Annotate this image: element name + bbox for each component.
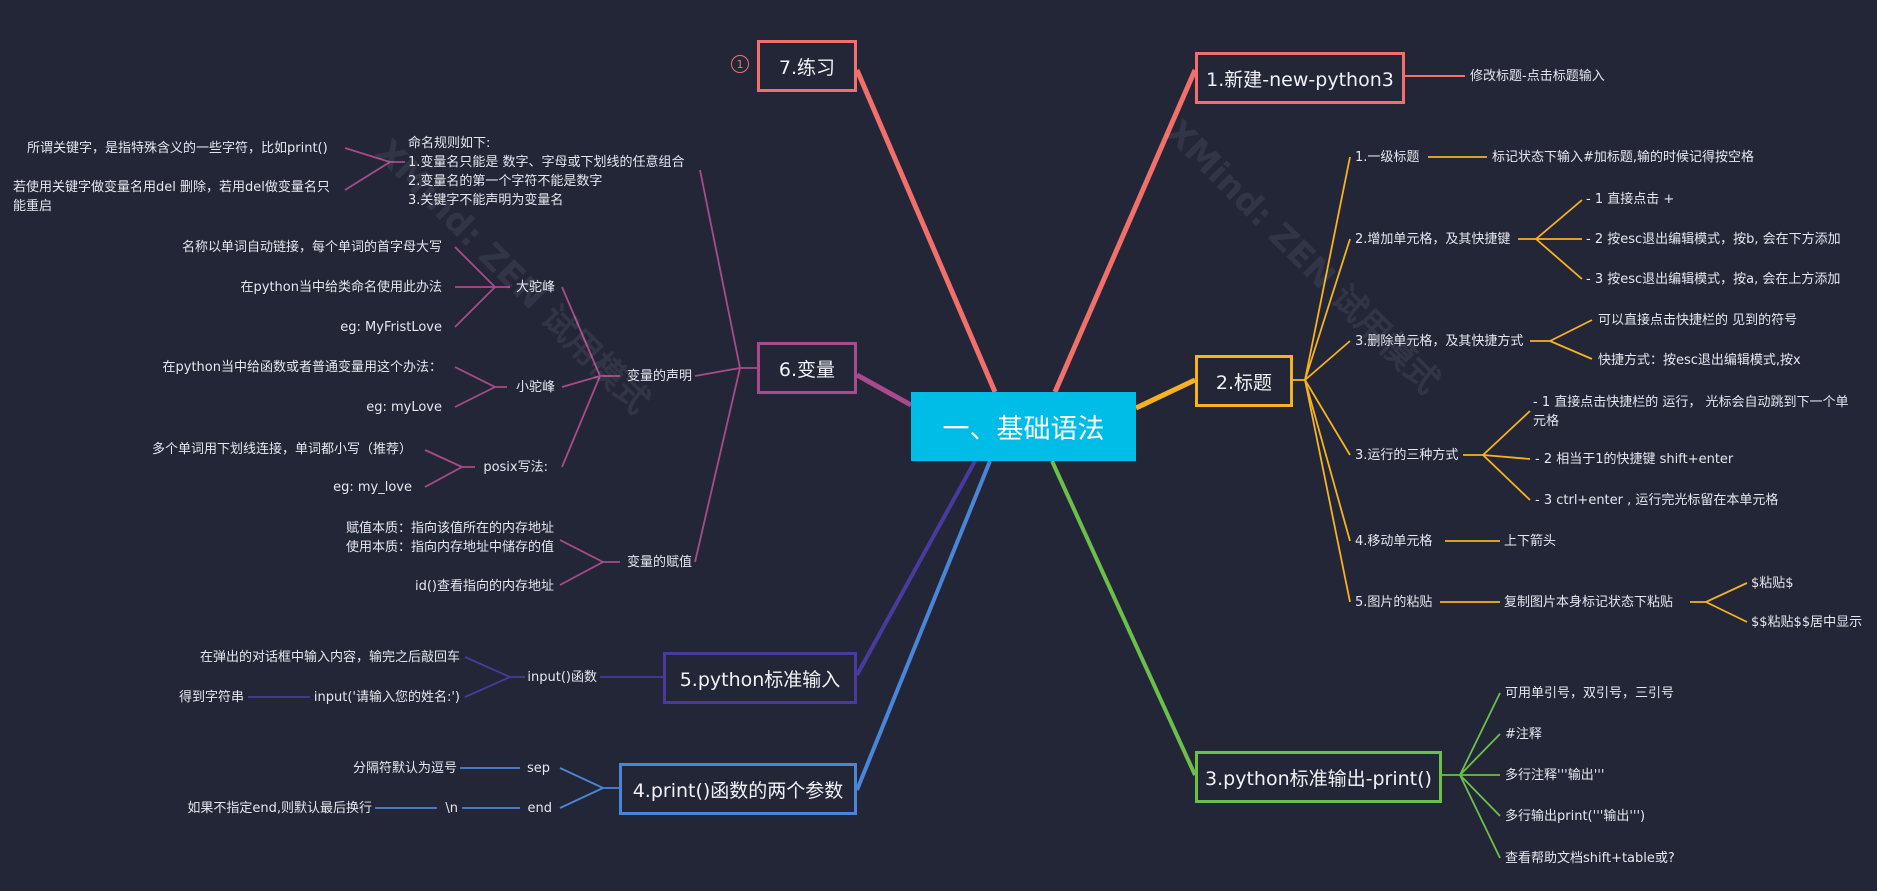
- naming-rules-line: 3.关键字不能声明为变量名: [408, 193, 564, 208]
- leaf-assignment-essence[interactable]: 赋值本质：指向该值所在的内存地址 使用本质：指向内存地址中储存的值: [280, 519, 554, 557]
- leaf-input-string[interactable]: 得到字符串: [178, 690, 244, 705]
- topic-practice[interactable]: 7.练习: [757, 40, 857, 92]
- leaf-add-cell-3[interactable]: - 3 按esc退出编辑模式，按a, 会在上方添加: [1586, 272, 1841, 287]
- leaf-posix-2[interactable]: eg: my_love: [333, 480, 412, 495]
- leaf-move-cell-detail[interactable]: 上下箭头: [1504, 534, 1557, 549]
- leaf-run-1[interactable]: - 1 直接点击快捷栏的 运行， 光标会自动跳到下一个单 元格: [1533, 393, 1849, 431]
- leaf-add-cell[interactable]: 2.增加单元格，及其快捷键: [1355, 232, 1511, 247]
- leaf-heading-1[interactable]: 1.一级标题: [1355, 150, 1420, 165]
- leaf-paste-image-detail[interactable]: 复制图片本身标记状态下粘贴: [1504, 595, 1674, 610]
- leaf-input-function[interactable]: input()函数: [527, 670, 597, 685]
- leaf-heading-1-detail[interactable]: 标记状态下输入#加标题,输的时候记得按空格: [1492, 150, 1755, 165]
- leaf-quotes[interactable]: 可用单引号，双引号，三引号: [1505, 686, 1675, 701]
- leaf-add-cell-1[interactable]: - 1 直接点击 +: [1586, 192, 1675, 207]
- leaf-input-call[interactable]: input('请输入您的姓名:'): [313, 690, 460, 705]
- keyword-del-line1: 若使用关键字做变量名用del 删除，若用del做变量名只: [13, 180, 330, 195]
- leaf-keyword-meaning[interactable]: 所谓关键字，是指特殊含义的一些字符，比如print(): [27, 141, 328, 156]
- leaf-declaration[interactable]: 变量的声明: [626, 369, 692, 384]
- leaf-edit-title[interactable]: 修改标题-点击标题输入: [1470, 69, 1605, 84]
- leaf-paste-image[interactable]: 5.图片的粘贴: [1355, 595, 1433, 610]
- leaf-upper-camel[interactable]: 大驼峰: [515, 280, 555, 295]
- leaf-run-2[interactable]: - 2 相当于1的快捷键 shift+enter: [1535, 452, 1734, 467]
- topic-variables[interactable]: 6.变量: [757, 342, 857, 394]
- leaf-lower-camel-1[interactable]: 在python当中给函数或者普通变量用这个办法：: [162, 360, 442, 375]
- naming-rules-line: 2.变量名的第一个字符不能是数字: [408, 174, 603, 189]
- leaf-upper-camel-1[interactable]: 名称以单词自动链接，每个单词的首字母大写: [181, 240, 442, 255]
- leaf-lower-camel[interactable]: 小驼峰: [515, 380, 555, 395]
- leaf-run-3[interactable]: - 3 ctrl+enter , 运行完光标留在本单元格: [1535, 493, 1779, 508]
- topic-python-input[interactable]: 5.python标准输入: [663, 652, 857, 704]
- assignment-line1: 赋值本质：指向该值所在的内存地址: [345, 521, 554, 536]
- topic-title[interactable]: 2.标题: [1195, 355, 1293, 407]
- leaf-sep-detail[interactable]: 分隔符默认为逗号: [352, 761, 457, 776]
- leaf-delete-cell[interactable]: 3.删除单元格，及其快捷方式: [1355, 334, 1524, 349]
- naming-rules-line: 命名规则如下:: [408, 136, 491, 151]
- leaf-end[interactable]: end: [527, 801, 553, 816]
- leaf-delete-cell-2[interactable]: 快捷方式：按esc退出编辑模式,按x: [1598, 353, 1801, 368]
- leaf-sep[interactable]: sep: [526, 761, 550, 776]
- keyword-del-line2: 能重启: [13, 199, 53, 214]
- leaf-assignment[interactable]: 变量的赋值: [626, 555, 692, 570]
- leaf-upper-camel-2[interactable]: 在python当中给类命名使用此办法: [240, 280, 442, 295]
- leaf-upper-camel-3[interactable]: eg: MyFristLove: [340, 320, 442, 335]
- leaf-help-docs[interactable]: 查看帮助文档shift+table或?: [1505, 851, 1675, 866]
- marker-badge: 1: [731, 55, 749, 73]
- leaf-multiline-print[interactable]: 多行输出print('''输出'''): [1505, 809, 1646, 824]
- leaf-naming-rules[interactable]: 命名规则如下: 1.变量名只能是 数字、字母或下划线的任意组合 2.变量名的第一…: [408, 134, 685, 210]
- leaf-delete-cell-1[interactable]: 可以直接点击快捷栏的 见到的符号: [1598, 313, 1798, 328]
- topic-new-python3[interactable]: 1.新建-new-python3: [1195, 52, 1405, 104]
- leaf-end-detail[interactable]: 如果不指定end,则默认最后换行: [187, 801, 372, 816]
- leaf-keyword-del[interactable]: 若使用关键字做变量名用del 删除，若用del做变量名只 能重启: [13, 178, 330, 216]
- leaf-run-1-line2: 元格: [1533, 414, 1560, 429]
- leaf-assignment-id[interactable]: id()查看指向的内存地址: [414, 579, 554, 594]
- leaf-posix[interactable]: posix写法:: [483, 460, 548, 475]
- leaf-posix-1[interactable]: 多个单词用下划线连接，单词都小写（推荐）: [151, 442, 412, 457]
- naming-rules-line: 1.变量名只能是 数字、字母或下划线的任意组合: [408, 155, 685, 170]
- leaf-multiline-comment[interactable]: 多行注释'''输出''': [1505, 768, 1605, 783]
- root-topic[interactable]: 一、基础语法: [911, 392, 1136, 461]
- leaf-comment[interactable]: #注释: [1505, 727, 1542, 742]
- topic-print-output[interactable]: 3.python标准输出-print(): [1195, 751, 1442, 803]
- leaf-run-methods[interactable]: 3.运行的三种方式: [1355, 448, 1459, 463]
- leaf-paste-inline[interactable]: $粘贴$: [1751, 576, 1794, 591]
- assignment-line2: 使用本质：指向内存地址中储存的值: [345, 540, 554, 555]
- leaf-end-newline[interactable]: \n: [445, 801, 458, 816]
- leaf-lower-camel-2[interactable]: eg: myLove: [366, 400, 442, 415]
- topic-print-params[interactable]: 4.print()函数的两个参数: [619, 763, 857, 815]
- leaf-add-cell-2[interactable]: - 2 按esc退出编辑模式，按b, 会在下方添加: [1586, 232, 1841, 247]
- leaf-run-1-line1: - 1 直接点击快捷栏的 运行， 光标会自动跳到下一个单: [1533, 395, 1849, 410]
- leaf-input-dialog[interactable]: 在弹出的对话框中输入内容，输完之后敲回车: [199, 650, 460, 665]
- leaf-paste-center[interactable]: $$粘贴$$居中显示: [1751, 615, 1863, 630]
- leaf-move-cell[interactable]: 4.移动单元格: [1355, 534, 1433, 549]
